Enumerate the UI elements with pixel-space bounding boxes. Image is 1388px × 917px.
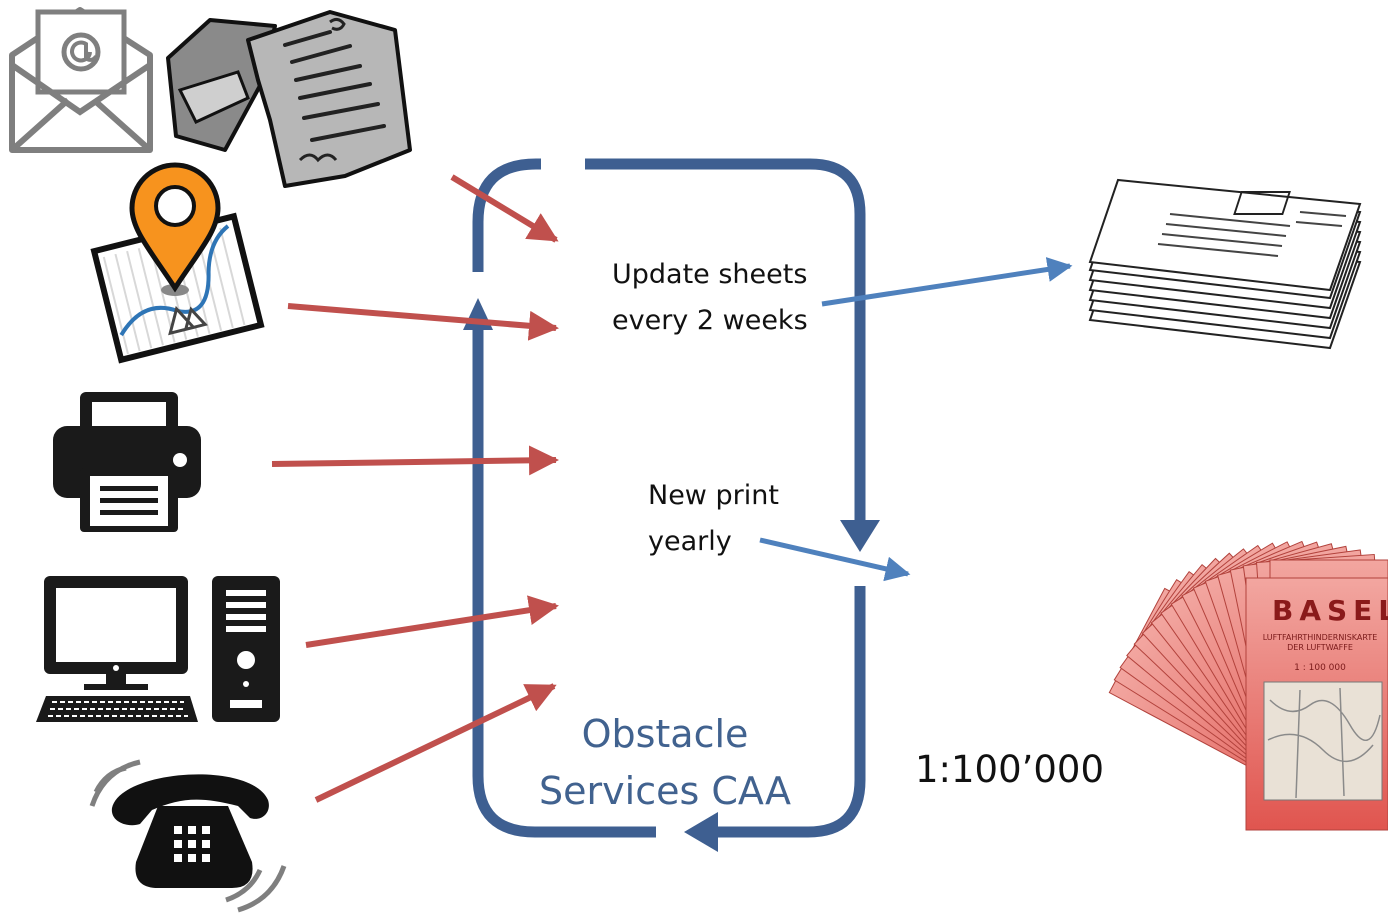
organization-label: Obstacle Services CAA xyxy=(520,706,810,820)
paper-stack-icon xyxy=(1088,178,1362,350)
loop-arrowhead-left xyxy=(684,812,718,852)
loop-arrowhead-down xyxy=(840,520,880,552)
update-label: Update sheets every 2 weeks xyxy=(612,252,808,344)
update-label-line2: every 2 weeks xyxy=(612,305,808,336)
telephone-icon xyxy=(89,759,287,913)
new-print-label: New print yearly xyxy=(648,473,779,565)
map-sheet-subtitle: DER LUFTWAFFE xyxy=(1287,643,1353,652)
new-print-label-line1: New print xyxy=(648,480,779,511)
output-arrows xyxy=(759,257,1073,582)
computer-icon xyxy=(36,576,280,722)
map-sheet-subtitle: LUFTFAHRTHINDERNISKARTE xyxy=(1263,633,1378,642)
organization-label-line1: Obstacle xyxy=(581,712,749,756)
email-icon xyxy=(9,7,153,153)
map-sheet-scale: 1 : 100 000 xyxy=(1294,663,1346,673)
map-sheets-fan: MSCLFPESIVTBBBLBBBASELLUFTFAHRTHINDERNIS… xyxy=(1108,540,1388,831)
organization-label-line2: Services CAA xyxy=(539,769,791,813)
update-label-line1: Update sheets xyxy=(612,259,808,290)
letters-icon xyxy=(166,10,412,188)
map-sheet-map-area xyxy=(1263,681,1383,801)
new-print-label-line2: yearly xyxy=(648,526,732,557)
scale-label: 1:100’000 xyxy=(915,748,1105,791)
printer-icon xyxy=(53,392,201,532)
map-pin-icon xyxy=(90,162,265,364)
process-loop xyxy=(472,158,866,838)
input-arrows xyxy=(271,174,559,803)
